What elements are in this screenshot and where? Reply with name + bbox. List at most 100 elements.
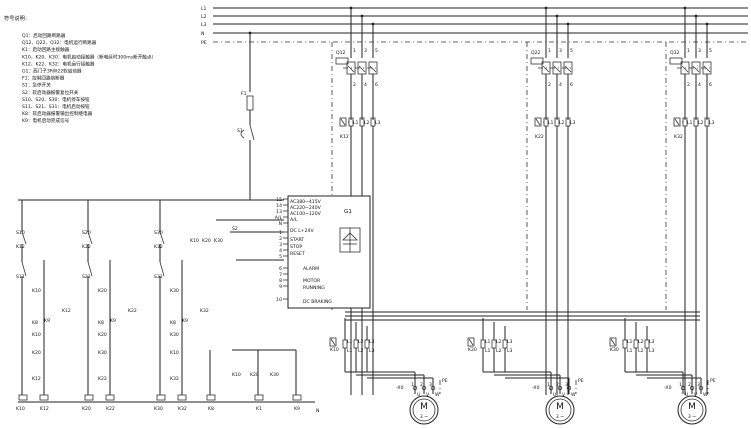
start-phase-label: L2 — [496, 339, 502, 345]
bus-label-n: N — [201, 31, 204, 37]
legend-item: Q12、Q22、Q32：电机运行断路器 — [22, 39, 97, 46]
stop-contact — [159, 231, 165, 245]
motor-inner-ring — [412, 398, 436, 422]
start-contact — [21, 261, 27, 277]
ss-terminal-number: 8 — [279, 278, 282, 284]
start-phase-label: L3 — [649, 348, 655, 354]
ss-terminal-number: 13 — [276, 209, 282, 215]
start-button-label: S21 — [82, 274, 91, 280]
legend-item: S2：软启动器报警复位开关 — [22, 89, 79, 96]
motor-terminal-number: 2 — [556, 382, 559, 388]
bus-label-l3: L3 — [201, 22, 207, 28]
motor-terminal — [698, 385, 704, 391]
terminal-number: 4 — [698, 82, 701, 88]
branch-contact-label: K32 — [200, 308, 209, 314]
terminal-number: 4 — [559, 82, 562, 88]
pe-label: PE — [578, 378, 584, 384]
breaker-contact — [681, 65, 689, 73]
branch-contact-label: K30 — [170, 332, 179, 338]
breaker-label: Q12 — [336, 50, 346, 56]
motor-terminal — [548, 385, 554, 391]
ss-terminal-number: N — [279, 221, 282, 227]
ss-terminal-number: 7 — [279, 272, 282, 278]
terminal-number: 6 — [570, 82, 573, 88]
ss-output-label: ALARM — [303, 266, 319, 272]
ss-input-label: START — [290, 237, 304, 243]
junction-dot — [555, 14, 559, 18]
ss-output-label: RUNNING — [303, 285, 325, 291]
terminal-number: 5 — [570, 48, 573, 54]
run-contactor-label: K12 — [340, 134, 349, 140]
legend-item: F1：控制回路熔断器 — [22, 75, 65, 82]
rung-aux-label: K32 — [154, 244, 163, 250]
phase-label: L1 — [548, 120, 554, 126]
terminal-number: 3 — [698, 48, 701, 54]
junction-dot — [683, 6, 687, 10]
terminal-block-label: -X0 — [664, 385, 672, 391]
legend: 符号说明： Q1：启动回路断路器Q12、Q22、Q32：电机运行断路器K1：启动… — [4, 14, 156, 124]
motor-terminal-letter: U — [553, 392, 556, 398]
start-phase-label: L3 — [369, 339, 375, 345]
terminal-number: 1 — [353, 48, 356, 54]
coil-icon — [254, 394, 264, 401]
start-phase-label: L1 — [485, 339, 491, 345]
branch-contact-label: K22 — [128, 308, 137, 314]
branch-contact-label: K32 — [170, 376, 179, 382]
stop-button-label: S30 — [154, 230, 163, 236]
branch-contact-label: K8 — [170, 320, 176, 326]
motor-terminal-letter: V — [426, 392, 430, 398]
coil-mark — [340, 118, 346, 126]
start-coil-icon — [609, 337, 617, 347]
legend-item: S1：急停开关 — [22, 82, 51, 89]
motor-terminal-letter: U — [685, 392, 688, 398]
start-phase-label: L1 — [627, 348, 633, 354]
ss-supply-label: A/L — [290, 217, 298, 223]
coil-mark — [610, 338, 616, 346]
ss-output-label: DC BRAKING — [303, 299, 332, 305]
legend-title: 符号说明： — [4, 14, 30, 22]
start-contactor-label: K10 — [330, 347, 339, 353]
motor-terminal-number: 2 — [420, 382, 423, 388]
branch-contact-label: K22 — [98, 376, 107, 382]
terminal-block-label: -X0 — [396, 385, 404, 391]
aux-contact-label: K20 — [250, 372, 259, 378]
start-phase-label: L1 — [627, 339, 633, 345]
phase-label: L2 — [698, 120, 704, 126]
run-contactor-label: K32 — [674, 134, 683, 140]
junction-dot — [248, 31, 252, 35]
ss-terminal-number: 6 — [279, 266, 282, 272]
legend-item: S10、S20、S30：电机停车按钮 — [22, 96, 90, 103]
branch-contact-label: K20 — [32, 350, 41, 356]
motor-icon — [677, 395, 707, 425]
terminal-number: 2 — [548, 82, 551, 88]
ss-terminal-number: 3 — [279, 242, 282, 248]
aux-contact-label: K30 — [270, 372, 279, 378]
branch-contact-label: K10 — [32, 332, 41, 338]
rung-aux-label: K12 — [16, 244, 25, 250]
motor-terminal-number: 1 — [679, 382, 682, 388]
legend-item: S11、S21、S31：电机启动按钮 — [22, 103, 90, 110]
coil-icon — [105, 394, 115, 401]
motor-terminal — [412, 385, 418, 391]
neutral-label: N — [316, 408, 319, 414]
terminal-number: 3 — [364, 48, 367, 54]
coil-label: K32 — [178, 406, 187, 412]
motor-sub: 3 ~ — [556, 414, 564, 420]
branch-contact-label: K9 — [110, 318, 116, 324]
rung-aux-label: K22 — [82, 244, 91, 250]
motor-terminal-letter: V — [562, 392, 566, 398]
branch-contact-label: K8 — [98, 320, 104, 326]
breaker-handle — [669, 57, 683, 65]
terminal-number: 5 — [709, 48, 712, 54]
start-contact — [87, 261, 93, 277]
breaker-contact — [703, 65, 711, 73]
motor-terminal-number: 2 — [688, 382, 691, 388]
junction-dot — [360, 14, 364, 18]
motor-terminal-letter: W — [571, 392, 576, 398]
coil-icon — [84, 394, 94, 401]
